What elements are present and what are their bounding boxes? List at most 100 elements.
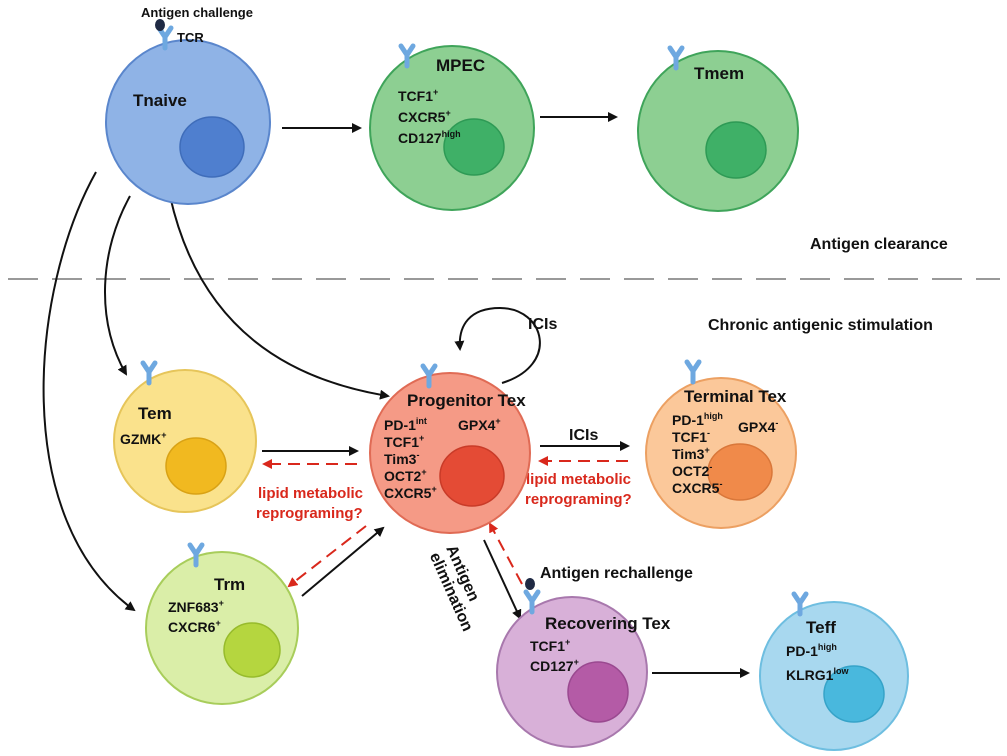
lipid-left-line2: reprograming? [256, 505, 363, 522]
prog-marker-gpx4-superscript: + [495, 416, 500, 426]
tem-marker-gzmk-superscript: + [161, 430, 166, 440]
term-marker-cxcr5-superscript: - [719, 479, 722, 489]
term-marker-tim3-superscript: + [704, 445, 709, 455]
prog-marker-cxcr5-name: CXCR5 [384, 485, 432, 501]
prog-marker-oct2: OCT2+ [384, 467, 427, 484]
term-marker-cxcr5-name: CXCR5 [672, 480, 720, 496]
prog-marker-tcf1-name: TCF1 [384, 434, 419, 450]
mpec-marker-cd127: CD127high [398, 129, 461, 146]
antigen-elimination-label: Antigen elimination [426, 543, 482, 634]
progenitor-title: Progenitor Tex [407, 391, 526, 410]
rechallenge-antigen-icon [525, 578, 535, 590]
rec-marker-tcf1-name: TCF1 [530, 638, 565, 654]
red-arrow-progenitor-to-trm [287, 525, 367, 588]
teff-marker-klrg1-name: KLRG1 [786, 667, 834, 683]
tem-marker-list: GZMK+ [120, 430, 166, 447]
mpec-marker-cxcr5: CXCR5+ [398, 108, 451, 125]
trm-title: Trm [214, 575, 245, 594]
prog-marker-gpx4: GPX4+ [458, 416, 501, 433]
trm-marker-znf683-superscript: + [219, 598, 224, 608]
term-marker-tcf1-superscript: - [707, 428, 710, 438]
lipid-left-line1: lipid metabolic [258, 485, 363, 502]
prog-marker-oct2-name: OCT2 [384, 468, 422, 484]
term-marker-oct2-superscript: - [709, 462, 712, 472]
rec-marker-tcf1: TCF1+ [530, 637, 570, 654]
terminal-nucleus [707, 443, 773, 501]
terminal-title: Terminal Tex [684, 387, 787, 406]
cell-trm: Trm ZNF683+CXCR6+ [145, 545, 299, 705]
recovering-title: Recovering Tex [545, 614, 671, 633]
tcr-label: TCR [177, 30, 204, 45]
mpec-marker-cxcr5-name: CXCR5 [398, 109, 446, 125]
rec-marker-cd127-name: CD127 [530, 658, 574, 674]
tem-marker-gzmk: GZMK+ [120, 430, 166, 447]
prog-marker-tcf1-superscript: + [419, 433, 424, 443]
cell-progenitor-tex: Progenitor Tex PD-1intTCF1+Tim3-OCT2+CXC… [369, 366, 531, 534]
prog-marker-cxcr5-superscript: + [431, 484, 436, 494]
icis-loop-arrow [454, 306, 541, 384]
icis-loop-label: ICIs [528, 316, 557, 333]
recovering-marker-list: TCF1+CD127+ [530, 637, 579, 674]
prog-marker-pd1-name: PD-1 [384, 417, 416, 433]
teff-marker-pd1-superscript: high [818, 642, 837, 652]
arrow-antigen-elimination [483, 539, 522, 620]
antigen-clearance-label: Antigen clearance [810, 236, 948, 253]
mpec-marker-list: TCF1+CXCR5+CD127high [398, 87, 461, 146]
trm-marker-cxcr6: CXCR6+ [168, 618, 221, 635]
mpec-marker-tcf1-superscript: + [433, 87, 438, 97]
term-marker-cxcr5: CXCR5- [672, 479, 722, 496]
tem-nucleus [165, 437, 227, 495]
cell-tmem: Tmem [637, 48, 799, 212]
prog-marker-pd1: PD-1int [384, 416, 427, 433]
recovering-nucleus [567, 661, 629, 723]
term-marker-tim3: Tim3+ [672, 445, 710, 462]
tnaive-title: Tnaive [133, 91, 187, 110]
trm-nucleus [223, 622, 281, 678]
term-marker-tcf1: TCF1- [672, 428, 710, 445]
trm-marker-znf683: ZNF683+ [168, 598, 224, 615]
term-marker-pd1-superscript: high [704, 411, 723, 421]
cell-recovering-tex: Antigen rechallenge Recovering Tex TCF1+… [496, 565, 693, 748]
lipid-right-line1: lipid metabolic [526, 471, 631, 488]
cell-terminal-tex: Terminal Tex PD-1highTCF1-Tim3+OCT2-CXCR… [645, 362, 797, 529]
tnaive-nucleus [179, 116, 245, 178]
cell-tem: Tem GZMK+ [113, 363, 257, 513]
rec-marker-cd127: CD127+ [530, 657, 579, 674]
term-marker-pd1-name: PD-1 [672, 412, 704, 428]
arrow-naive-to-trm [42, 171, 136, 612]
arrow-trm-to-progenitor [301, 526, 385, 597]
term-marker-gpx4-name: GPX4 [738, 419, 776, 435]
antigen-icon [155, 19, 165, 31]
tnaive-membrane [105, 39, 271, 205]
term-marker-oct2: OCT2- [672, 462, 712, 479]
prog-marker-gpx4-name: GPX4 [458, 417, 496, 433]
prog-marker-pd1-superscript: int [416, 416, 427, 426]
mpec-marker-tcf1: TCF1+ [398, 87, 438, 104]
term-marker-tcf1-name: TCF1 [672, 429, 707, 445]
prog-marker-cxcr5: CXCR5+ [384, 484, 437, 501]
rec-marker-cd127-superscript: + [574, 657, 579, 667]
terminal-receptor-icon [687, 362, 699, 382]
trm-marker-cxcr6-superscript: + [215, 618, 220, 628]
arrow-naive-to-tem [104, 195, 131, 376]
trm-marker-list: ZNF683+CXCR6+ [168, 598, 224, 635]
rec-marker-tcf1-superscript: + [565, 637, 570, 647]
tem-marker-gzmk-name: GZMK [120, 431, 161, 447]
tmem-nucleus [705, 121, 767, 179]
red-arrow-recovering-to-progenitor [489, 522, 523, 585]
teff-nucleus [823, 665, 885, 723]
teff-marker-pd1-name: PD-1 [786, 643, 818, 659]
prog-marker-tcf1: TCF1+ [384, 433, 424, 450]
mpec-marker-cd127-name: CD127 [398, 130, 442, 146]
lipid-right-line2: reprograming? [525, 491, 632, 508]
trm-marker-cxcr6-name: CXCR6 [168, 619, 216, 635]
teff-marker-pd1: PD-1high [786, 642, 837, 659]
mpec-marker-tcf1-name: TCF1 [398, 88, 433, 104]
chronic-stimulation-label: Chronic antigenic stimulation [708, 317, 933, 334]
antigen-challenge-label: Antigen challenge [141, 5, 253, 20]
teff-marker-klrg1: KLRG1low [786, 666, 849, 683]
